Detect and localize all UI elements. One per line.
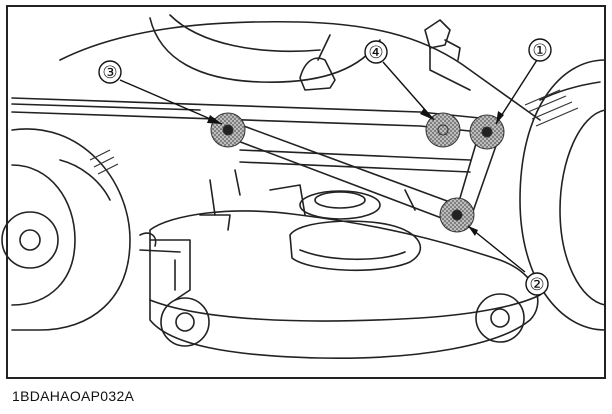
callout-4: ④ xyxy=(364,40,388,64)
link-bar xyxy=(221,117,459,206)
callout-3-label: ③ xyxy=(102,63,117,82)
deck-wheel-left xyxy=(160,297,210,347)
border xyxy=(6,5,606,379)
callout-1: ① xyxy=(528,38,552,62)
callout-3: ③ xyxy=(98,60,122,84)
right-wheel xyxy=(519,59,606,331)
figure-code: 1BDAHAOAP032A xyxy=(12,388,135,404)
callout-1-label: ① xyxy=(532,41,547,60)
seat-outline xyxy=(149,17,381,83)
callout-4-label: ④ xyxy=(368,43,383,62)
callout-2-label: ② xyxy=(529,275,544,294)
leader-3 xyxy=(119,79,223,125)
left-wheel xyxy=(11,128,131,331)
mower-deck xyxy=(149,210,539,359)
tractor-body xyxy=(59,20,541,121)
callout-2: ② xyxy=(525,272,549,296)
knob xyxy=(424,19,451,49)
point-4 xyxy=(425,112,461,148)
frame-rail xyxy=(11,97,481,119)
deck-wheel-right xyxy=(475,293,525,343)
deck-dome xyxy=(289,220,422,272)
leader-1 xyxy=(495,59,538,125)
leader-2 xyxy=(467,225,526,273)
lever xyxy=(299,57,336,91)
